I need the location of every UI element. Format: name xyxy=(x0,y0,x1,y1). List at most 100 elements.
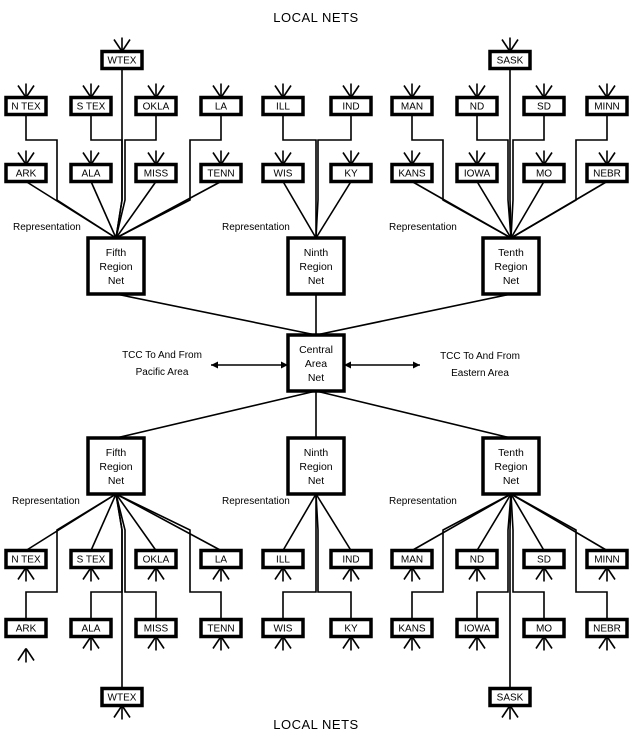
region-label-line: Ninth xyxy=(304,447,329,459)
antenna-left xyxy=(274,636,284,649)
extra-link xyxy=(509,493,512,689)
node-nebr: NEBR xyxy=(585,617,629,639)
antenna-icon xyxy=(468,636,486,651)
node-label: LA xyxy=(215,555,228,566)
pacific-note-line: Pacific Area xyxy=(136,367,189,378)
antenna-icon xyxy=(468,567,486,582)
antenna-right xyxy=(220,152,230,165)
node-label: KY xyxy=(344,169,358,180)
antenna-left xyxy=(501,39,511,52)
extra-link xyxy=(115,68,123,239)
row1-link xyxy=(282,114,317,238)
antenna-icon xyxy=(342,567,360,582)
region-label-line: Tenth xyxy=(498,447,524,459)
node-label: ALA xyxy=(82,169,101,180)
antenna-left xyxy=(212,85,222,98)
row1-link xyxy=(315,114,352,239)
region-label-line: Net xyxy=(108,275,124,287)
representation-label: Representation xyxy=(389,496,457,507)
node-s-tex: S TEX xyxy=(69,548,113,570)
antenna-right xyxy=(25,152,35,165)
region-box xyxy=(286,436,346,496)
row1-link xyxy=(115,493,157,551)
antenna-icon xyxy=(212,567,230,582)
node-sask: SASK xyxy=(488,49,532,71)
antenna-icon xyxy=(82,567,100,582)
node-kans: KANS xyxy=(390,617,434,639)
antenna-left xyxy=(113,705,123,718)
node-ky: KY xyxy=(329,162,373,184)
row2-link xyxy=(510,181,545,239)
node-label: S TEX xyxy=(77,555,106,566)
node-ark: ARK xyxy=(4,617,48,639)
antenna-left xyxy=(535,85,545,98)
antenna-left xyxy=(274,567,284,580)
row1-link xyxy=(510,114,545,239)
antenna-left xyxy=(82,567,92,580)
node-ky: KY xyxy=(329,617,373,639)
antenna-left xyxy=(147,85,157,98)
region-label-line: Net xyxy=(308,475,324,487)
antenna-right xyxy=(155,636,165,649)
antenna-left xyxy=(403,152,413,165)
node-label: KANS xyxy=(398,169,426,180)
antenna-left xyxy=(598,152,608,165)
node-ark: ARK xyxy=(4,162,48,184)
antenna-icon xyxy=(113,705,131,720)
region-label-line: Net xyxy=(503,275,519,287)
extra-link xyxy=(509,68,512,239)
fifth-top-to-central xyxy=(115,293,317,336)
node-sd: SD xyxy=(522,548,566,570)
antenna-left xyxy=(17,648,27,661)
region-box xyxy=(86,436,146,496)
antenna-right xyxy=(121,39,131,52)
region-label-line: Net xyxy=(503,475,519,487)
antenna-right xyxy=(282,85,292,98)
node-okla: OKLA xyxy=(134,548,178,570)
node-man: MAN xyxy=(390,548,434,570)
node-label: TENN xyxy=(207,169,234,180)
antenna-right xyxy=(282,152,292,165)
connector-lines xyxy=(25,68,608,689)
antenna-right xyxy=(606,152,616,165)
node-label: NEBR xyxy=(593,624,621,635)
representation-label: Representation xyxy=(13,222,81,233)
node-label: MINN xyxy=(594,555,620,566)
node-label: SASK xyxy=(497,56,524,67)
node-iowa: IOWA xyxy=(455,617,499,639)
antenna-icon xyxy=(82,636,100,651)
node-label: OKLA xyxy=(143,555,170,566)
antenna-left xyxy=(342,85,352,98)
representation-label: Representation xyxy=(12,496,80,507)
node-box xyxy=(4,617,48,639)
row1-link xyxy=(282,493,317,551)
row1-link xyxy=(115,114,222,239)
antenna-left xyxy=(403,567,413,580)
node-label: OKLA xyxy=(143,102,170,113)
antenna-icon xyxy=(274,83,292,98)
antenna-left xyxy=(82,636,92,649)
antenna-left xyxy=(274,152,284,165)
row1-link xyxy=(115,114,157,239)
node-ill: ILL xyxy=(261,95,305,117)
node-label: ND xyxy=(470,555,484,566)
antenna-left xyxy=(403,636,413,649)
central-label-line: Area xyxy=(305,358,327,370)
representation-label: Representation xyxy=(222,222,290,233)
antenna-left xyxy=(113,39,123,52)
node-kans: KANS xyxy=(390,162,434,184)
antenna-left xyxy=(598,85,608,98)
antenna-right xyxy=(543,636,553,649)
node-label: MISS xyxy=(144,624,169,635)
node-minn: MINN xyxy=(585,548,629,570)
region-box xyxy=(286,236,346,296)
tenth-top-to-central xyxy=(315,293,512,336)
node-label: SD xyxy=(537,555,551,566)
antenna-icon xyxy=(274,636,292,651)
antenna-right xyxy=(350,152,360,165)
antenna-right xyxy=(220,85,230,98)
